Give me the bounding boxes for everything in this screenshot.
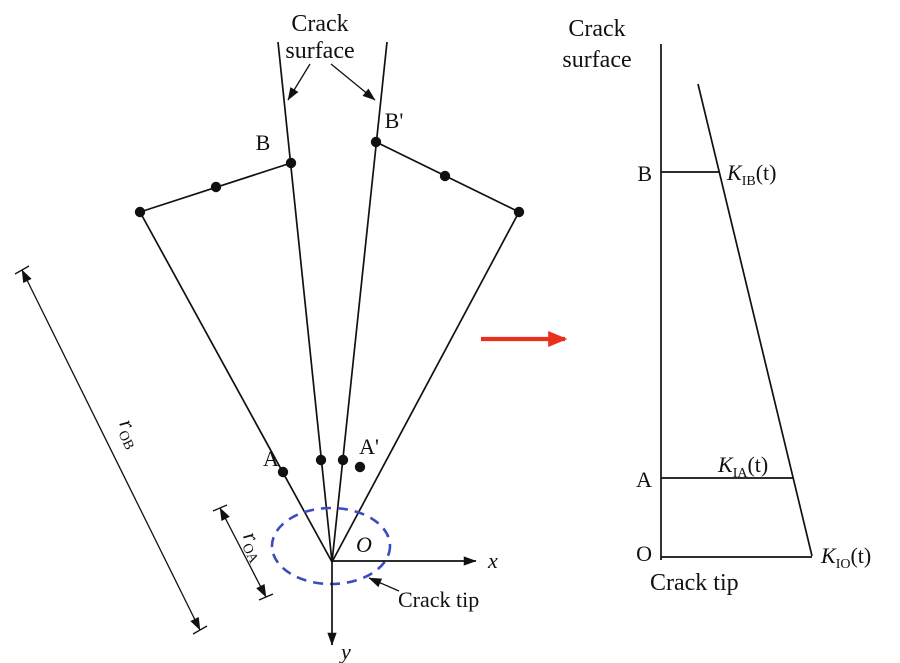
crack-surface-label-line2: surface [285, 38, 354, 64]
crack-tip-pointer [368, 577, 400, 592]
point-label-O-right: O [636, 541, 652, 566]
inner-dot-3 [337, 454, 349, 466]
x-axis-label: x [487, 548, 498, 573]
point-label-A: A [263, 446, 279, 471]
r-ob-tick-top [14, 265, 30, 275]
crack-tip-region-ellipse [270, 506, 392, 586]
outer-dot-5 [439, 170, 451, 182]
outer-dot-1 [134, 206, 146, 218]
k-io-suffix: (t) [850, 543, 871, 568]
fan-ray-left-line [139, 211, 333, 563]
k-ia-suffix: (t) [747, 452, 768, 477]
outer-dot-2 [210, 181, 222, 193]
r-oa-label: rOA [235, 527, 274, 566]
r-ob-label: rOB [111, 415, 149, 453]
r-oa-dimension-line [219, 507, 267, 598]
k-ia-base: K [717, 452, 734, 477]
k-ib-subscript: IB [742, 174, 756, 189]
outer-dot-6 [513, 206, 525, 218]
measurement-dots [134, 136, 525, 478]
point-label-B-prime: B' [385, 108, 404, 133]
k-io-subscript: IO [836, 557, 851, 572]
right-line-layer [660, 44, 813, 560]
crack-face-right-line [331, 41, 388, 563]
crack-surface-label-right-line2: surface [562, 47, 631, 73]
point-label-A-right: A [636, 467, 652, 492]
origin-label: O [356, 532, 372, 557]
crack-face-left-line [277, 41, 333, 563]
point-label-B-right: B [637, 161, 652, 186]
r-ob-tick-bottom [192, 625, 208, 635]
right-diagram: Crack surface B A O KIB(t) KIA(t) KIO(t)… [562, 16, 871, 596]
r-ob-dimension-line [21, 269, 201, 631]
inner-dot-A [277, 466, 289, 478]
y-axis-label: y [339, 639, 351, 663]
point-label-A-prime: A' [359, 434, 379, 459]
r-oa-subscript: OA [238, 541, 261, 567]
left-text-layer: Crack surface B B' A A' O x y Crack tip … [111, 11, 498, 663]
k-ib-base: K [726, 160, 743, 185]
crack-surface-pointer-right [330, 63, 376, 101]
r-oa-tick-bottom [258, 593, 274, 601]
left-diagram: Crack surface B B' A A' O x y Crack tip … [14, 11, 525, 663]
point-label-B: B [256, 130, 271, 155]
k-ib-suffix: (t) [756, 160, 777, 185]
k-io-label: KIO(t) [820, 543, 871, 572]
r-oa-tick-top [212, 504, 228, 512]
k-distribution-slant-line [697, 83, 813, 557]
outer-dot-B-prime [370, 136, 382, 148]
fan-ray-right-line [331, 211, 520, 563]
inner-dot-A-prime [354, 461, 366, 473]
k-ia-subscript: IA [733, 466, 749, 481]
inner-dot-2 [315, 454, 327, 466]
crack-tip-label-right: Crack tip [650, 570, 739, 596]
outer-dot-B [285, 157, 297, 169]
crack-surface-label-right-line1: Crack [568, 16, 625, 42]
crack-tip-label-left: Crack tip [398, 587, 479, 612]
crack-surface-pointer-left [287, 63, 311, 101]
k-ia-label: KIA(t) [717, 452, 768, 481]
k-io-base: K [820, 543, 837, 568]
right-text-layer: Crack surface B A O KIB(t) KIA(t) KIO(t)… [562, 16, 871, 596]
crack-surface-label-line1: Crack [291, 11, 348, 37]
k-ib-label: KIB(t) [726, 160, 776, 189]
left-line-layer [14, 41, 520, 646]
